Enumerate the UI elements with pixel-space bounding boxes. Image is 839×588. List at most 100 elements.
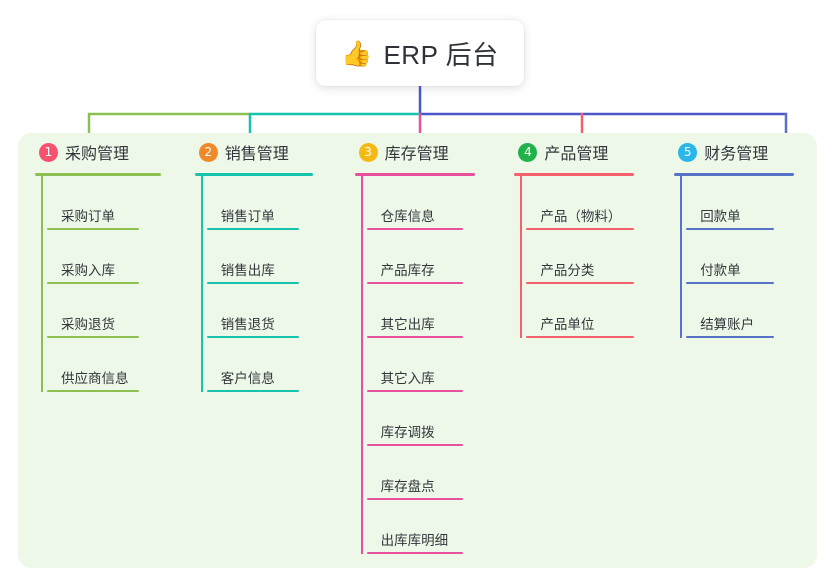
- submodule-label: 出库库明细: [380, 533, 449, 548]
- module-header-5[interactable]: 5 财务管理: [674, 133, 817, 171]
- submodule-list: 仓库信息产品库存其它出库其它入库库存调拨库存盘点出库库明细: [355, 176, 498, 554]
- submodule-label: 采购入库: [61, 263, 115, 278]
- submodule-rule: [47, 390, 139, 392]
- module-header-2[interactable]: 2 销售管理: [195, 133, 338, 171]
- submodule-label: 客户信息: [220, 371, 275, 386]
- submodule-label: 产品单位: [540, 317, 595, 332]
- submodule-label: 采购订单: [61, 209, 115, 224]
- submodule-item[interactable]: 产品（物料）: [526, 176, 657, 230]
- submodule-list: 产品（物料） 产品分类产品单位: [514, 176, 657, 338]
- submodule-item[interactable]: 产品分类: [526, 230, 657, 284]
- submodule-item[interactable]: 产品库存: [366, 230, 498, 284]
- submodule-item[interactable]: 销售出库: [206, 230, 338, 284]
- module-title: 采购管理: [65, 146, 130, 163]
- thumbs-up-icon: 👍: [341, 38, 373, 68]
- module-header-3[interactable]: 3 库存管理: [355, 133, 498, 171]
- module-number-badge: 1: [39, 142, 58, 162]
- submodule-rule: [366, 498, 463, 500]
- module-title: 财务管理: [704, 146, 769, 163]
- submodule-list: 回款单付款单结算账户: [674, 176, 817, 338]
- submodule-label: 付款单: [700, 263, 741, 278]
- submodule-item[interactable]: 出库库明细: [366, 500, 498, 554]
- submodule-item[interactable]: 其它入库: [366, 338, 498, 392]
- module-title: 产品管理: [544, 146, 609, 163]
- submodule-label: 回款单: [700, 209, 741, 224]
- submodule-label: 产品库存: [380, 263, 435, 278]
- module-column-4: 4 产品管理产品（物料） 产品分类产品单位: [497, 133, 657, 568]
- submodule-list: 销售订单销售出库销售退货客户信息: [195, 176, 338, 392]
- module-column-5: 5 财务管理回款单付款单结算账户: [657, 133, 817, 568]
- module-header-rule: [514, 173, 635, 176]
- submodule-item[interactable]: 回款单: [686, 176, 817, 230]
- submodule-item[interactable]: 库存盘点: [366, 446, 498, 500]
- submodule-label: 库存盘点: [380, 479, 435, 494]
- module-column-1: 1 采购管理采购订单采购入库采购退货供应商信息: [18, 133, 178, 568]
- submodule-rule: [47, 336, 139, 338]
- module-title: 销售管理: [224, 146, 289, 163]
- modules-panel: [18, 133, 817, 568]
- submodule-rule: [526, 228, 635, 230]
- submodule-item[interactable]: 产品单位: [526, 284, 657, 338]
- module-column-2: 2 销售管理销售订单销售出库销售退货客户信息: [178, 133, 338, 568]
- submodule-rule: [47, 282, 139, 284]
- submodule-rule: [366, 552, 463, 554]
- submodule-label: 产品（物料）: [540, 209, 622, 224]
- submodule-rule: [366, 390, 463, 392]
- submodule-rule: [366, 444, 463, 446]
- module-number-badge: 3: [358, 142, 378, 162]
- submodule-item[interactable]: 库存调拨: [366, 392, 498, 446]
- submodule-spine: [520, 176, 523, 338]
- module-header-1[interactable]: 1 采购管理: [35, 133, 178, 171]
- module-columns: 1 采购管理采购订单采购入库采购退货供应商信息 2 销售管理销售订单销售出库销售退货客…: [18, 133, 817, 568]
- root-node-card[interactable]: 👍 ERP 后台: [316, 20, 524, 86]
- module-number-badge: 4: [518, 142, 538, 162]
- submodule-rule: [366, 282, 463, 284]
- root-node-title: ERP 后台: [383, 39, 499, 70]
- submodule-spine: [41, 176, 43, 392]
- submodule-rule: [686, 336, 775, 338]
- submodule-label: 其它入库: [380, 371, 435, 386]
- submodule-item[interactable]: 付款单: [686, 230, 817, 284]
- submodule-label: 库存调拨: [380, 425, 435, 440]
- submodule-label: 销售出库: [220, 263, 275, 278]
- module-header-rule: [194, 173, 313, 176]
- submodule-rule: [366, 336, 463, 338]
- submodule-spine: [200, 176, 203, 392]
- submodule-item[interactable]: 供应商信息: [47, 338, 178, 392]
- submodule-spine: [680, 176, 683, 338]
- submodule-item[interactable]: 其它出库: [366, 284, 498, 338]
- module-title: 库存管理: [384, 146, 449, 163]
- submodule-rule: [526, 282, 635, 284]
- module-column-3: 3 库存管理仓库信息产品库存其它出库其它入库库存调拨库存盘点出库库明细: [338, 133, 498, 568]
- submodule-item[interactable]: 结算账户: [686, 284, 817, 338]
- submodule-item[interactable]: 采购订单: [47, 176, 178, 230]
- submodule-label: 仓库信息: [380, 209, 435, 224]
- submodule-label: 销售退货: [220, 317, 275, 332]
- module-header-rule: [35, 173, 161, 176]
- submodule-label: 结算账户: [700, 317, 755, 332]
- submodule-label: 产品分类: [540, 263, 595, 278]
- submodule-item[interactable]: 仓库信息: [366, 176, 498, 230]
- submodule-item[interactable]: 客户信息: [206, 338, 338, 392]
- module-number-badge: 2: [198, 142, 218, 162]
- submodule-rule: [206, 282, 299, 284]
- submodule-rule: [206, 228, 299, 230]
- submodule-label: 采购退货: [61, 317, 115, 332]
- submodule-item[interactable]: 采购退货: [47, 284, 178, 338]
- module-header-rule: [354, 173, 475, 176]
- submodule-item[interactable]: 采购入库: [47, 230, 178, 284]
- submodule-rule: [686, 228, 775, 230]
- submodule-spine: [360, 176, 363, 554]
- module-header-rule: [674, 173, 795, 176]
- submodule-label: 销售订单: [220, 209, 275, 224]
- module-header-4[interactable]: 4 产品管理: [514, 133, 657, 171]
- root-node-content: 👍 ERP 后台: [341, 35, 498, 72]
- submodule-rule: [686, 282, 775, 284]
- submodule-rule: [366, 228, 463, 230]
- submodule-label: 其它出库: [380, 317, 435, 332]
- submodule-item[interactable]: 销售订单: [206, 176, 338, 230]
- submodule-rule: [47, 228, 139, 230]
- submodule-item[interactable]: 销售退货: [206, 284, 338, 338]
- module-number-badge: 5: [678, 142, 698, 162]
